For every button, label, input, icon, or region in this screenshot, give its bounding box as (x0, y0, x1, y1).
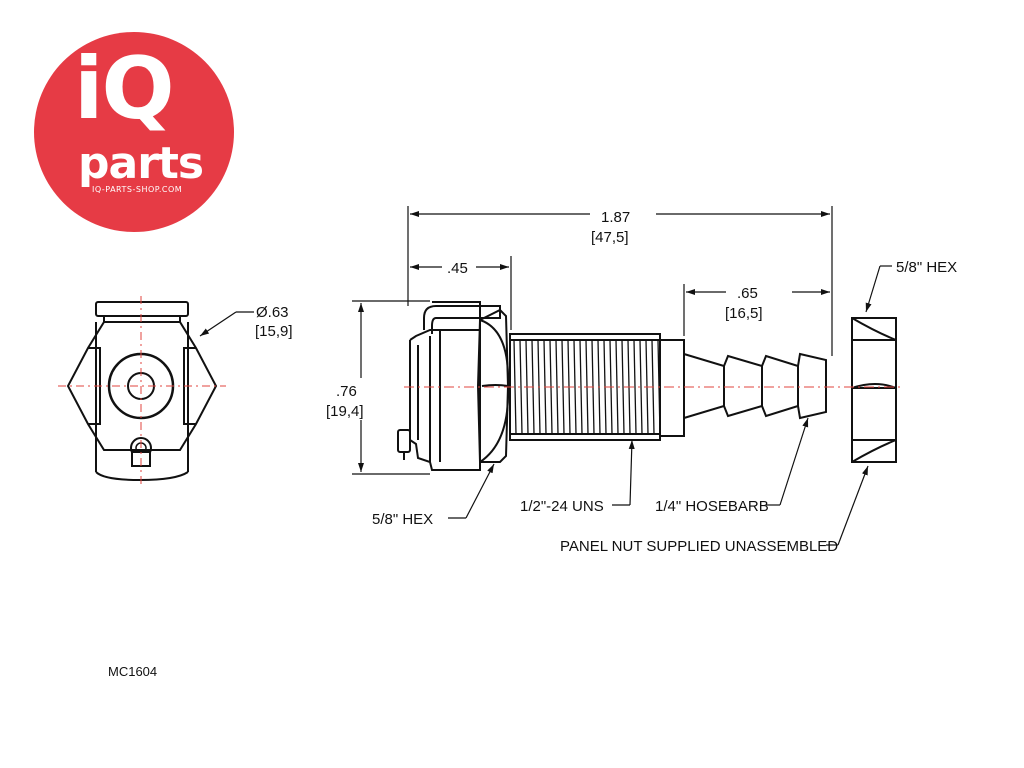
panel-nut (851, 317, 897, 463)
barb-length-inch-label: .65 (737, 285, 758, 302)
thread-line (513, 339, 517, 435)
thread-line (561, 339, 565, 435)
end-view-centerlines (58, 296, 226, 484)
diameter-mm-label: [15,9] (255, 323, 293, 340)
logo-badge (34, 32, 234, 232)
body-length-label: .45 (447, 260, 468, 277)
body-length-dimension (410, 256, 512, 330)
thread-line (621, 339, 625, 435)
barb-length-dimension (683, 284, 830, 336)
thread-line (615, 339, 619, 435)
hosebarb-callout: 1/4" HOSEBARB (655, 498, 769, 515)
panel-nut-callout: PANEL NUT SUPPLIED UNASSEMBLED (560, 538, 838, 555)
height-mm-label: [19,4] (326, 403, 364, 420)
end-view (66, 301, 218, 482)
part-number: MC1604 (108, 664, 158, 679)
overall-length-dimension (407, 206, 833, 356)
thread-line (639, 339, 643, 435)
callout-leaders (448, 265, 892, 546)
thread-line (633, 339, 637, 435)
thread-line (579, 339, 583, 435)
diameter-inch-label: Ø.63 (256, 304, 289, 321)
overall-length-mm-label: [47,5] (591, 229, 629, 246)
side-view (397, 301, 827, 471)
hex-front-callout: 5/8" HEX (372, 511, 433, 528)
thread-line (555, 339, 559, 435)
thread-callout: 1/2"-24 UNS (520, 498, 604, 515)
thread-line (573, 339, 577, 435)
hex-nut-callout: 5/8" HEX (896, 259, 957, 276)
barb-length-mm-label: [16,5] (725, 305, 763, 322)
diameter-leader (199, 311, 254, 337)
thread-line (519, 339, 523, 435)
height-inch-label: .76 (336, 383, 357, 400)
overall-length-inch-label: 1.87 (601, 209, 630, 226)
height-dimension (352, 300, 430, 475)
